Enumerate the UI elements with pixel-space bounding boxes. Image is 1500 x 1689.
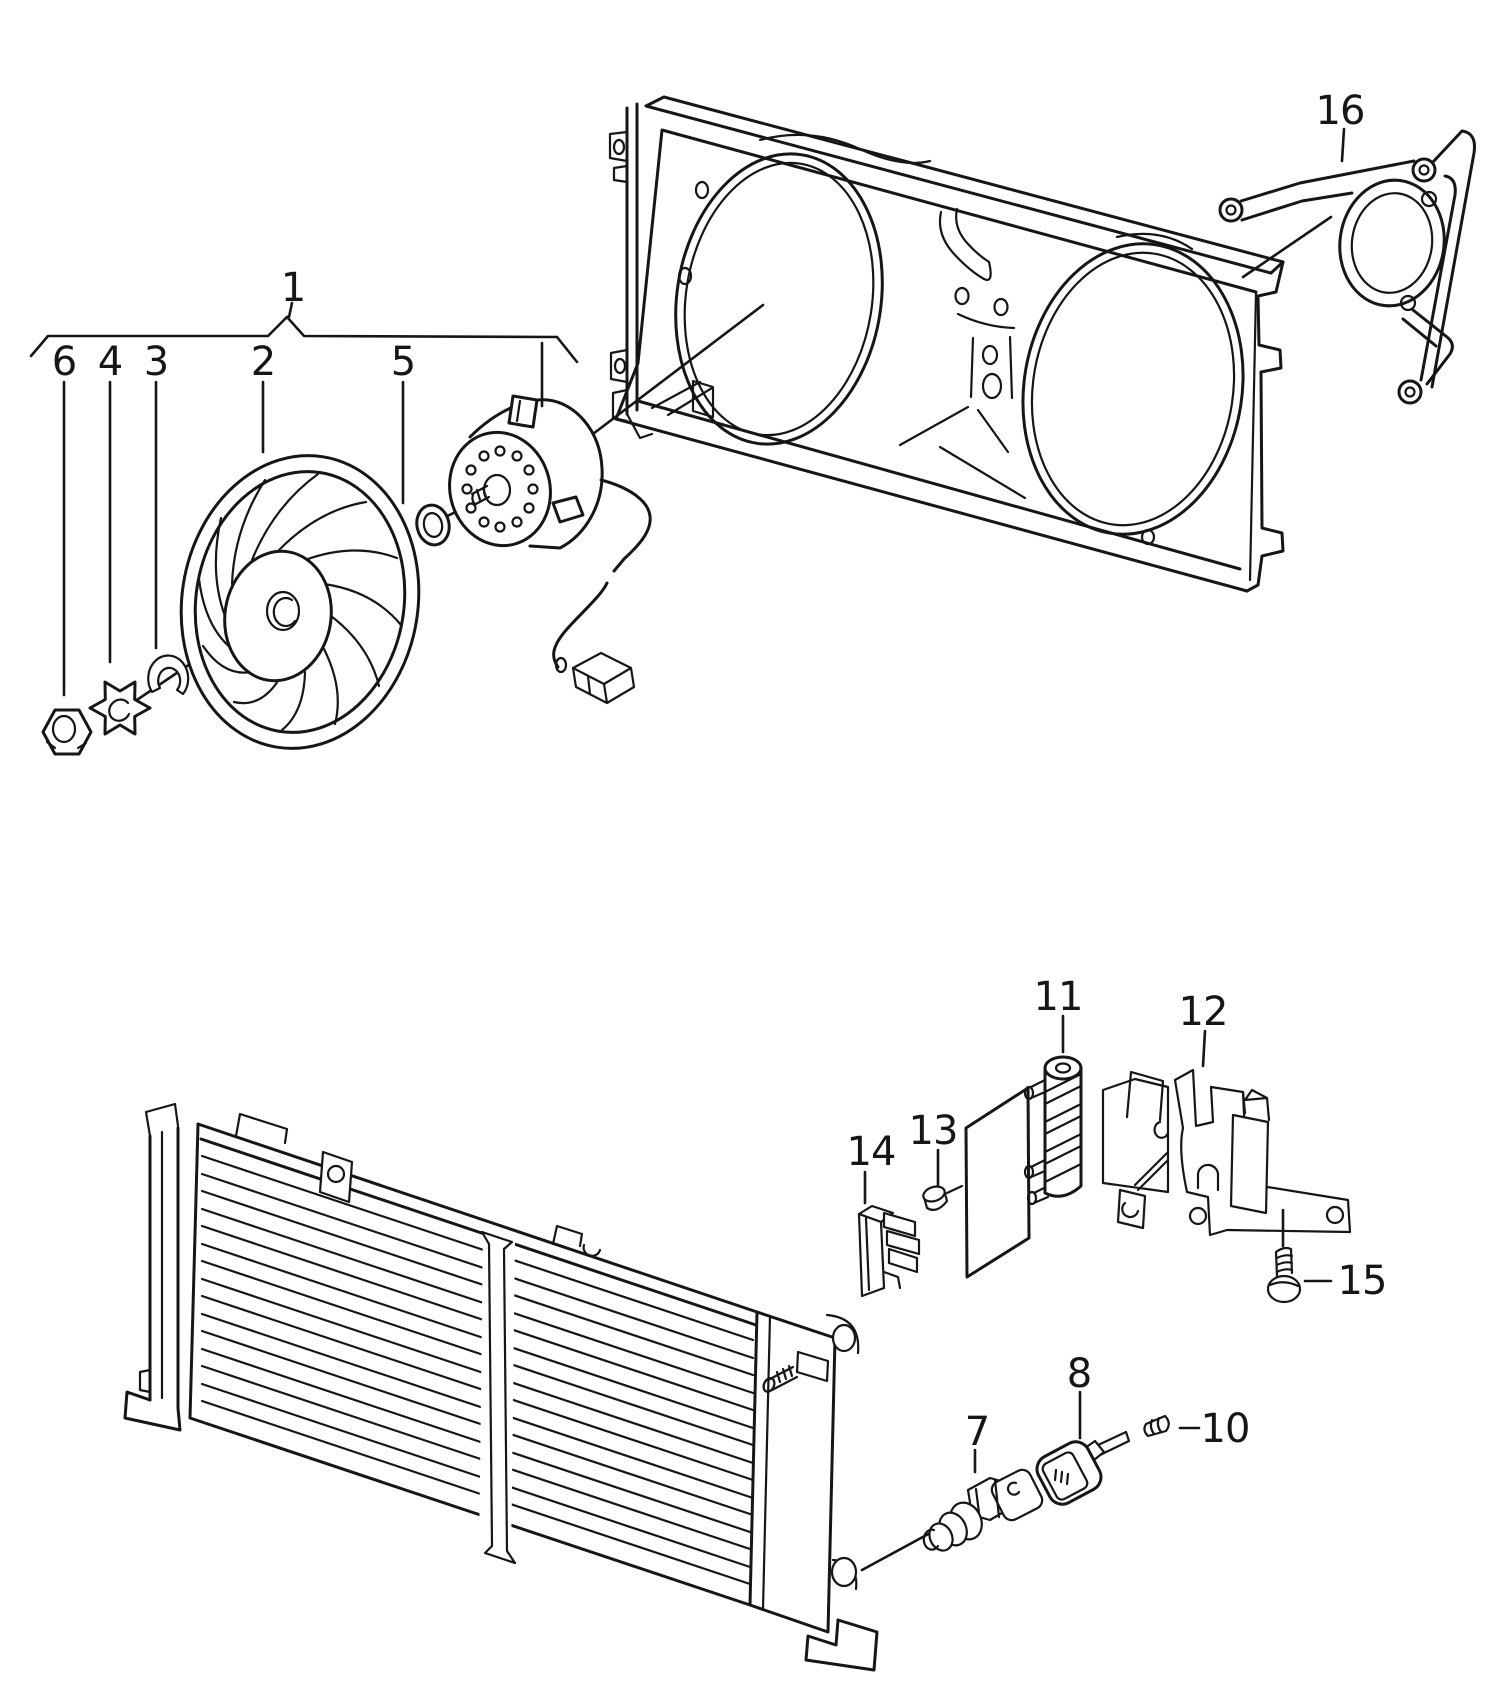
fan-wheel <box>179 454 421 750</box>
radiator-right-tank <box>748 1310 879 1672</box>
thermo-switch <box>860 1468 1044 1572</box>
series-resistor <box>945 1055 1083 1279</box>
callout-4: 4 <box>98 339 122 385</box>
radiator-fins <box>200 1154 755 1587</box>
motor-position-leader <box>583 303 765 442</box>
callout-12-group: 12 <box>1179 989 1228 1068</box>
bleeder-screw: 10 <box>1143 1406 1250 1452</box>
callout-7-group: 7 <box>965 1409 990 1474</box>
callout-10: 10 <box>1201 1406 1250 1452</box>
callout-13: 13 <box>909 1108 958 1154</box>
callout-11: 11 <box>1034 974 1083 1020</box>
callout-14: 14 <box>847 1129 896 1175</box>
radiator-mount-tab <box>318 1150 354 1204</box>
callout-7: 7 <box>965 1409 989 1455</box>
callout-3: 3 <box>144 339 168 385</box>
star-washer <box>88 680 152 736</box>
radiator-left-bracket <box>123 1102 182 1432</box>
relay-bracket <box>1101 1068 1352 1237</box>
bracket-screw: 15 <box>1266 1208 1387 1304</box>
callout-1: 1 <box>281 265 305 311</box>
callout-12: 12 <box>1179 989 1228 1035</box>
fan-motor <box>448 394 652 705</box>
callout-6: 6 <box>52 339 76 385</box>
fan-motor-bracket <box>1218 129 1476 405</box>
callout-row: 6 4 3 2 5 <box>52 339 416 697</box>
retaining-clip <box>147 654 190 696</box>
radiator <box>123 1102 879 1672</box>
hex-nut <box>41 708 93 756</box>
callout-5: 5 <box>391 339 415 385</box>
callout-14-group: 14 <box>847 1129 896 1205</box>
callout-2: 2 <box>251 339 275 385</box>
callout-group-1: 1 <box>29 265 579 408</box>
small-nut <box>922 1185 949 1211</box>
callout-8-group: 8 <box>1067 1351 1092 1440</box>
fan-shroud <box>608 95 1285 593</box>
wiring-connector <box>857 1204 921 1298</box>
callout-15: 15 <box>1338 1258 1387 1304</box>
callout-13-group: 13 <box>909 1108 958 1188</box>
callout-16: 16 <box>1316 88 1365 134</box>
callout-11-group: 11 <box>1034 974 1083 1054</box>
switch-connector <box>1035 1430 1131 1506</box>
callout-16-group: 16 <box>1316 88 1365 163</box>
callout-8: 8 <box>1067 1351 1091 1397</box>
radiator-center-divider <box>479 1230 517 1566</box>
